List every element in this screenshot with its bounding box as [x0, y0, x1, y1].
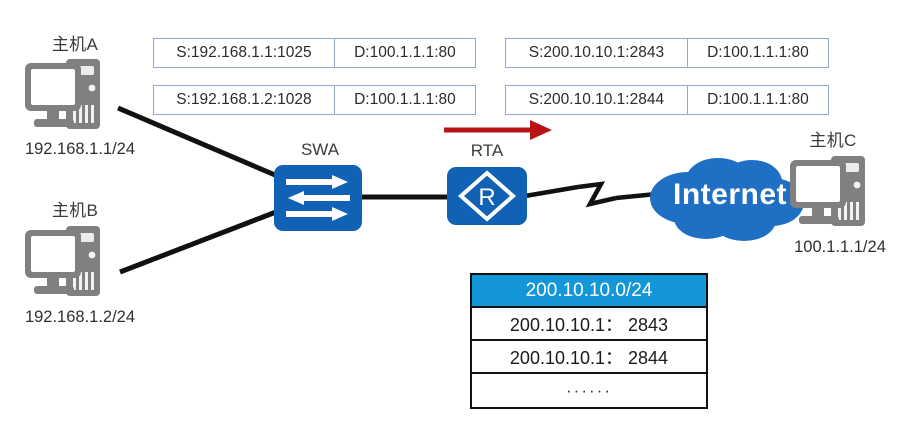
packet-inside-1-src: S:192.168.1.1:1025 — [154, 39, 335, 67]
host-a-ip: 192.168.1.1/24 — [24, 140, 136, 158]
packet-outside-1-dst: D:100.1.1.1:80 — [707, 44, 809, 61]
nat-table: 200.10.10.0/24 200.10.10.1： 2843 200.10.… — [470, 273, 708, 409]
nat-table-row-ellipsis: ······ — [566, 380, 612, 400]
router-label: RTA — [470, 141, 504, 160]
link-rta-cloud-left — [524, 184, 579, 199]
host-b-pc-icon — [22, 222, 128, 300]
host-a-pc-icon — [22, 55, 128, 133]
cloud-icon — [648, 152, 806, 249]
host-b-name: 主机B — [51, 201, 99, 220]
packet-outside-1: S:200.10.10.1:2843 D:100.1.1.1:80 — [505, 38, 829, 68]
link-hostb-swa — [119, 209, 277, 275]
nat-table-row: 200.10.10.1： 2843 — [472, 308, 706, 341]
switch-label: SWA — [300, 140, 340, 159]
host-c-name: 主机C — [809, 131, 857, 150]
packet-inside-2: S:192.168.1.2:1028 D:100.1.1.1:80 — [153, 85, 476, 115]
nat-table-row: 200.10.10.1： 2844 — [472, 341, 706, 374]
cloud-label: Internet — [672, 178, 787, 211]
packet-inside-1: S:192.168.1.1:1025 D:100.1.1.1:80 — [153, 38, 476, 68]
packet-outside-1-src: S:200.10.10.1:2843 — [506, 39, 688, 67]
host-c-pc-icon — [787, 152, 893, 230]
packet-outside-2: S:200.10.10.1:2844 D:100.1.1.1:80 — [505, 85, 829, 115]
packet-inside-2-dst: D:100.1.1.1:80 — [354, 91, 456, 108]
svg-text:R: R — [478, 184, 495, 211]
host-b-ip: 192.168.1.2/24 — [24, 308, 136, 326]
packet-outside-2-src: S:200.10.10.1:2844 — [506, 86, 688, 114]
lightning-bolt-icon — [577, 181, 617, 208]
host-a-name: 主机A — [51, 35, 99, 54]
packet-inside-1-dst: D:100.1.1.1:80 — [354, 44, 456, 61]
arrow-right-icon — [444, 120, 552, 140]
nat-table-header: 200.10.10.0/24 — [472, 275, 706, 308]
packet-outside-2-dst: D:100.1.1.1:80 — [707, 91, 809, 108]
packet-inside-2-src: S:192.168.1.2:1028 — [154, 86, 335, 114]
router-icon[interactable]: R — [447, 167, 527, 225]
switch-icon[interactable] — [274, 165, 362, 231]
host-c-ip: 100.1.1.1/24 — [794, 238, 886, 256]
